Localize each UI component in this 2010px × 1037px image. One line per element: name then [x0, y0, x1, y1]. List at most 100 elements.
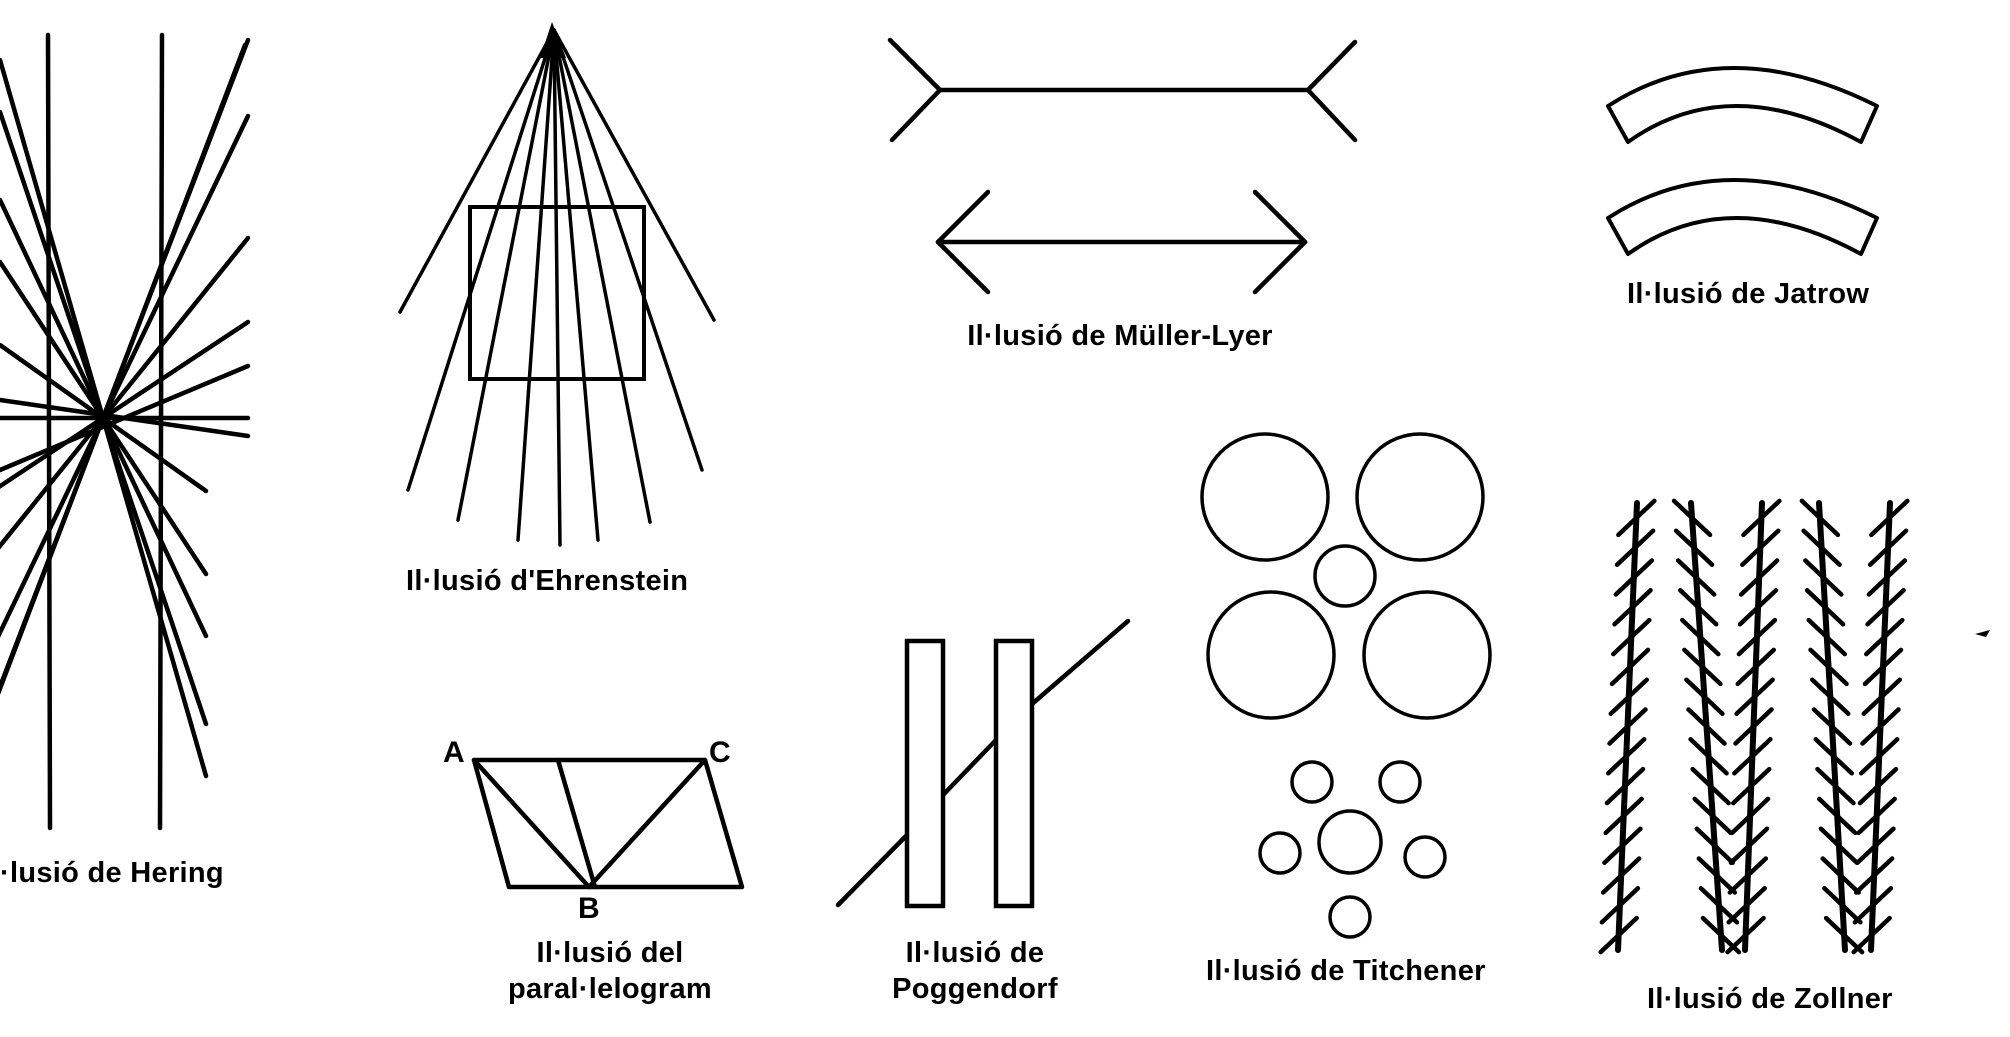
muller-lyer-illusion — [887, 37, 1358, 295]
zollner-hatch — [1688, 737, 1729, 776]
titchener-small-circle — [1290, 760, 1334, 804]
hering-vertical-right — [157, 32, 165, 831]
jatrow-upper-arc — [1606, 66, 1879, 144]
zollner-hatch — [1730, 766, 1772, 806]
poggendorf-bar-right — [993, 638, 1035, 909]
titchener-large-circle — [1206, 590, 1336, 720]
hering-ray — [0, 42, 248, 695]
zollner-hatch — [1696, 856, 1738, 895]
zollner-hatch — [1732, 737, 1773, 776]
poggendorf-oblique-middle — [940, 737, 999, 798]
ehrenstein-ray — [516, 28, 556, 542]
zollner-hatch — [1602, 826, 1643, 865]
titchener-large-circle — [1362, 590, 1492, 720]
zollner-hatch — [1673, 528, 1715, 567]
zollner-hatch — [1740, 528, 1781, 567]
zollner-hatch — [1852, 886, 1894, 925]
zollner-hatch — [1853, 856, 1895, 895]
zollner-hatch — [1698, 886, 1740, 925]
zollner-hatch — [1727, 856, 1769, 895]
zollner-hatch — [1694, 826, 1736, 865]
zollner-hatch — [1857, 766, 1899, 806]
zollner-hatch — [1856, 796, 1897, 836]
titchener-center-circle — [1313, 544, 1377, 608]
ehrenstein-ray — [456, 28, 556, 522]
zollner-hatch — [1860, 707, 1901, 746]
jatrow-illusion — [1606, 66, 1879, 256]
zollner-hatch — [1611, 617, 1652, 657]
ehrenstein-ray — [552, 28, 562, 547]
zollner-hatch — [1729, 796, 1771, 836]
hering-vertical-left — [45, 32, 53, 831]
scan-speck — [1975, 630, 1990, 637]
muller-lyer-fins-in — [935, 189, 1308, 295]
zollner-hatch — [1741, 498, 1782, 538]
zollner-hatch — [1804, 588, 1846, 627]
zollner-hatch — [1605, 737, 1647, 776]
zollner-hatch — [1822, 886, 1863, 925]
hering-radiating-lines — [0, 37, 251, 779]
caption-parallelogram-line1: Il·lusió del — [536, 937, 684, 969]
point-label-a: A — [443, 736, 465, 769]
poggendorf-bar-left — [904, 638, 946, 909]
zollner-hatch — [1803, 558, 1844, 597]
zollner-hatch — [1690, 766, 1731, 806]
zollner-hatch — [1813, 737, 1854, 776]
zollner-illusion — [1598, 498, 1910, 955]
zollner-hatch — [1607, 707, 1648, 746]
caption-parallelogram-line2: paral·lelogram — [507, 973, 713, 1005]
poggendorf-oblique-upper — [1029, 618, 1131, 707]
parallelogram-diagonal-cb — [586, 757, 708, 890]
zollner-hatch — [1612, 588, 1653, 627]
caption-hering: ·lusió de Hering — [0, 857, 224, 889]
zollner-hatch — [1686, 707, 1727, 746]
zollner-hatch — [1604, 766, 1646, 806]
point-label-b: B — [578, 892, 600, 925]
zollner-hatch — [1869, 498, 1910, 538]
titchener-illusion — [1200, 432, 1492, 939]
zollner-hatch — [1737, 588, 1779, 627]
zollner-hatch — [1820, 856, 1861, 895]
parallelogram-diagonal-ab — [471, 757, 592, 890]
zollner-hatch — [1816, 796, 1858, 836]
zollner-hatch — [1851, 915, 1892, 955]
zollner-hatch — [1865, 588, 1906, 627]
zollner-hatch — [1728, 826, 1770, 865]
ehrenstein-ray — [398, 28, 556, 314]
zollner-hatch — [1858, 737, 1900, 776]
zollner-hatch — [1692, 796, 1733, 836]
zollner-hatch — [1810, 677, 1851, 716]
hering-illusion — [0, 32, 251, 831]
zollner-hatch — [1680, 617, 1721, 657]
zollner-hatch — [1738, 558, 1780, 597]
zollner-hatch — [1598, 915, 1639, 955]
titchener-small-circle — [1328, 895, 1372, 939]
titchener-large-circle — [1200, 432, 1330, 562]
zollner-hatch — [1684, 677, 1725, 716]
titchener-large-circle — [1355, 432, 1485, 562]
caption-ehrenstein: Il·lusió d'Ehrenstein — [406, 565, 689, 597]
zollner-hatch — [1682, 647, 1723, 687]
ehrenstein-illusion — [398, 22, 716, 547]
zollner-hatch — [1736, 617, 1778, 657]
zollner-hatch — [1613, 558, 1655, 597]
zollner-hatch — [1864, 617, 1905, 657]
zollner-hatch — [1861, 677, 1903, 716]
zollner-hatch — [1867, 528, 1909, 567]
zollner-hatch — [1608, 677, 1650, 716]
point-label-c: C — [709, 736, 731, 769]
zollner-hatch — [1675, 558, 1717, 597]
titchener-small-circle — [1378, 760, 1422, 804]
caption-titchener: Il·lusió de Titchener — [1206, 955, 1486, 987]
zollner-hatch — [1806, 617, 1848, 657]
zollner-hatch — [1808, 647, 1849, 687]
zollner-hatch — [1609, 647, 1651, 687]
poggendorf-illusion — [835, 618, 1131, 909]
zollner-hatch — [1616, 498, 1657, 538]
zollner-hatch — [1799, 498, 1841, 538]
ehrenstein-square — [468, 205, 646, 381]
zollner-hatch — [1866, 558, 1908, 597]
ehrenstein-ray — [552, 28, 716, 322]
